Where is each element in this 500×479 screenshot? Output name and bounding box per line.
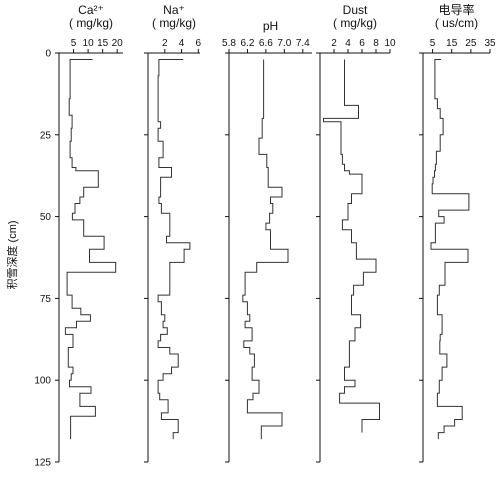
x-tick-label: 25 (465, 38, 477, 49)
panel-5: 电导率( us/cm) 5 15 25 35 (419, 2, 496, 463)
profile-line (242, 59, 289, 440)
depth-tick-label: 75 (40, 294, 52, 305)
x-tick-label: 4 (179, 38, 185, 49)
x-tick-label: 20 (112, 38, 124, 49)
depth-axis: 0 25 50 75 100 125 (34, 49, 51, 469)
x-tick-label: 10 (384, 38, 396, 49)
x-tick-label: 7.4 (296, 38, 310, 49)
y-axis-label: 积雪深度 (cm) (5, 220, 19, 289)
panel-title: Dust (343, 3, 368, 17)
profile-line (430, 59, 470, 440)
x-tick-label: 6.2 (240, 38, 254, 49)
x-tick-label: 35 (484, 38, 496, 49)
x-tick-label: 2 (331, 38, 337, 49)
depth-tick-label: 100 (34, 376, 51, 387)
panel-unit: ( mg/kg) (333, 16, 377, 30)
depth-tick-label: 0 (45, 49, 51, 60)
panel-title: 电导率 (438, 2, 474, 17)
x-tick-label: 10 (83, 38, 95, 49)
x-tick-label: 15 (97, 38, 109, 49)
panel-unit: ( mg/kg) (152, 16, 196, 30)
panel-title: Na⁺ (163, 3, 185, 17)
panel-unit: ( us/cm) (435, 16, 478, 30)
panel-unit: ( mg/kg) (69, 16, 113, 30)
depth-tick-label: 25 (40, 130, 52, 141)
x-tick-label: 6 (196, 38, 202, 49)
profile-line (64, 59, 117, 440)
panel-title: Ca²⁺ (78, 3, 104, 17)
x-tick-label: 15 (446, 38, 458, 49)
profile-line (323, 59, 380, 433)
depth-tick-label: 125 (34, 458, 51, 469)
x-tick-label: 6.6 (259, 38, 273, 49)
panel-title: pH (263, 19, 278, 33)
x-tick-label: 7.0 (277, 38, 291, 49)
depth-tick-label: 50 (40, 212, 52, 223)
x-tick-label: 5.8 (222, 38, 236, 49)
x-tick-label: 8 (373, 38, 379, 49)
x-tick-label: 6 (359, 38, 365, 49)
profile-line (157, 59, 191, 440)
panel-3: pH 5.8 6.2 6.6 7.0 7.4 (222, 19, 312, 463)
x-tick-label: 5 (71, 38, 77, 49)
x-tick-label: 5 (430, 38, 436, 49)
x-tick-label: 2 (162, 38, 168, 49)
x-tick-label: 4 (345, 38, 351, 49)
